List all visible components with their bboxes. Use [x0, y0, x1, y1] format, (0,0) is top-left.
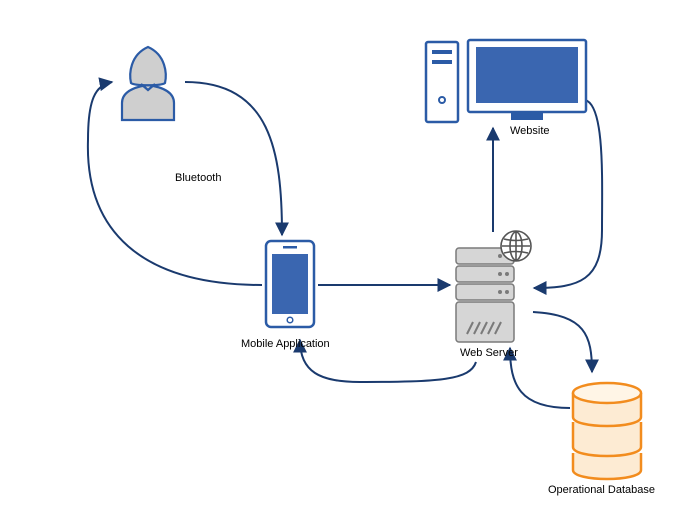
- user-icon: [120, 45, 176, 122]
- node-label-mobile: Mobile Application: [241, 338, 330, 350]
- edge-label-bluetooth: Bluetooth: [175, 172, 222, 184]
- edge-mobile-to-user: [86, 77, 263, 286]
- edge-user-to-mobile: [184, 81, 289, 237]
- edge-server-to-mobile: [293, 338, 477, 384]
- database-icon: [571, 381, 643, 481]
- globe-icon: [500, 230, 532, 262]
- phone-icon: [264, 239, 316, 329]
- desktop-tower-icon: [424, 40, 460, 124]
- server-icon: [455, 247, 515, 343]
- edge-server-to-database: [532, 311, 599, 374]
- node-label-database: Operational Database: [548, 484, 656, 496]
- edge-website-to-server: [532, 99, 604, 295]
- node-label-server: Web Server: [460, 347, 518, 359]
- edge-database-to-server: [503, 346, 571, 409]
- node-label-website: Website: [510, 125, 550, 137]
- monitor-icon: [466, 38, 588, 120]
